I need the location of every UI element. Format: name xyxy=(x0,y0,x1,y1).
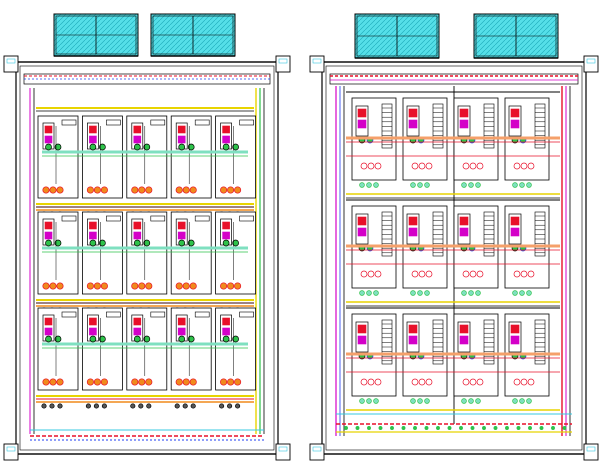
corner-bracket xyxy=(309,55,325,73)
drive-module xyxy=(82,115,123,199)
heatsink-module xyxy=(351,313,397,404)
drive-module xyxy=(170,211,212,295)
corner-bracket xyxy=(3,443,19,461)
heatsink-module xyxy=(453,97,499,188)
drive-module xyxy=(215,211,257,295)
drive-module xyxy=(37,115,79,199)
drive-module xyxy=(126,211,168,295)
drive-module xyxy=(126,115,168,199)
heatsink-module xyxy=(504,205,550,296)
corner-bracket xyxy=(583,55,599,73)
drive-module xyxy=(126,307,168,391)
drive-module xyxy=(37,307,79,391)
corner-bracket xyxy=(309,443,325,461)
heatsink-module xyxy=(402,313,448,404)
cabinet-inner-outline xyxy=(325,65,583,451)
fan-unit xyxy=(150,13,236,57)
heatsink-module xyxy=(504,313,550,404)
corner-bracket xyxy=(275,55,291,73)
right-cabinet xyxy=(309,13,599,461)
heatsink-module xyxy=(402,97,448,188)
fan-unit xyxy=(53,13,139,57)
drive-module xyxy=(215,115,257,199)
heatsink-module xyxy=(351,97,397,188)
fan-unit xyxy=(473,13,559,59)
corner-bracket xyxy=(275,443,291,461)
heatsink-module xyxy=(504,97,550,188)
drive-module xyxy=(82,211,123,295)
heatsink-module xyxy=(351,205,397,296)
drive-module xyxy=(170,307,212,391)
drive-module xyxy=(82,307,123,391)
heatsink-module xyxy=(453,205,499,296)
heatsink-module xyxy=(402,205,448,296)
corner-bracket xyxy=(583,443,599,461)
fan-unit xyxy=(354,13,440,59)
cabinet-inner-outline xyxy=(19,65,275,451)
left-cabinet xyxy=(3,13,291,461)
drive-module xyxy=(170,115,212,199)
corner-bracket xyxy=(3,55,19,73)
top-header-strip xyxy=(329,73,579,85)
drive-module xyxy=(37,211,79,295)
drive-module xyxy=(215,307,257,391)
heatsink-module xyxy=(453,313,499,404)
